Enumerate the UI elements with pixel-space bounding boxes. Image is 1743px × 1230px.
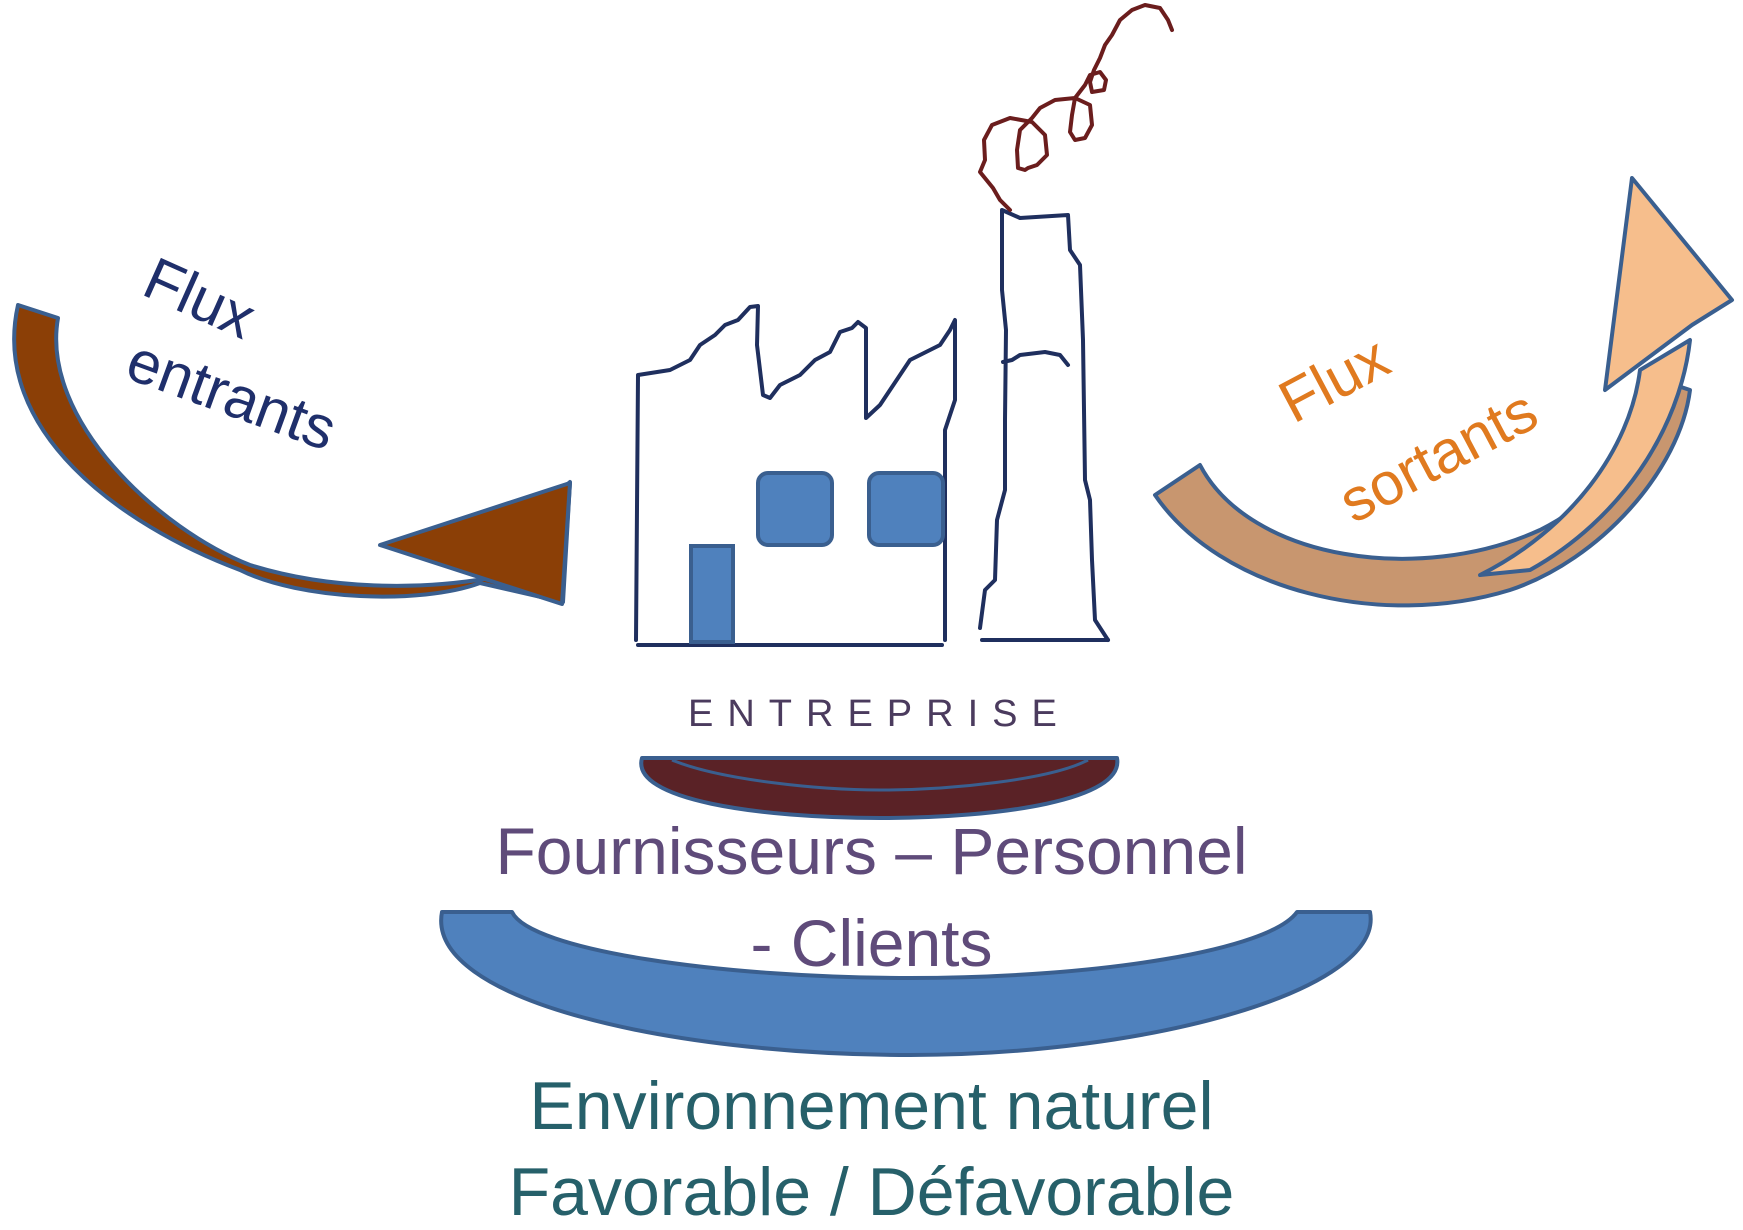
environment-label-line2: Favorable / Défavorable	[508, 1154, 1235, 1230]
company-label: ENTREPRISE	[688, 693, 1071, 735]
chimney-outline	[978, 208, 1110, 642]
chimney-ring	[1001, 350, 1070, 367]
factory-windows	[689, 471, 945, 644]
door	[689, 544, 735, 644]
environment-arc	[439, 910, 1373, 1057]
stakeholders-arc-inner	[671, 758, 1089, 792]
outflow-arrow-front	[1478, 338, 1692, 577]
factory-outline	[634, 304, 957, 642]
factory-building	[634, 208, 1110, 647]
stakeholders-label-line2: - Clients	[750, 906, 993, 980]
window-left	[756, 471, 834, 547]
smoke-swirl	[978, 3, 1174, 212]
window-right	[867, 471, 945, 547]
outflow-arrow	[1153, 176, 1734, 608]
stakeholders-arc	[639, 756, 1120, 820]
stakeholders-label-line1: Fournisseurs – Personnel	[495, 814, 1248, 888]
inflow-arrow	[12, 303, 572, 606]
inflow-arrow-head	[378, 481, 572, 606]
outflow-arrow-head	[1603, 176, 1734, 392]
environment-label-line1: Environnement naturel	[529, 1068, 1214, 1144]
